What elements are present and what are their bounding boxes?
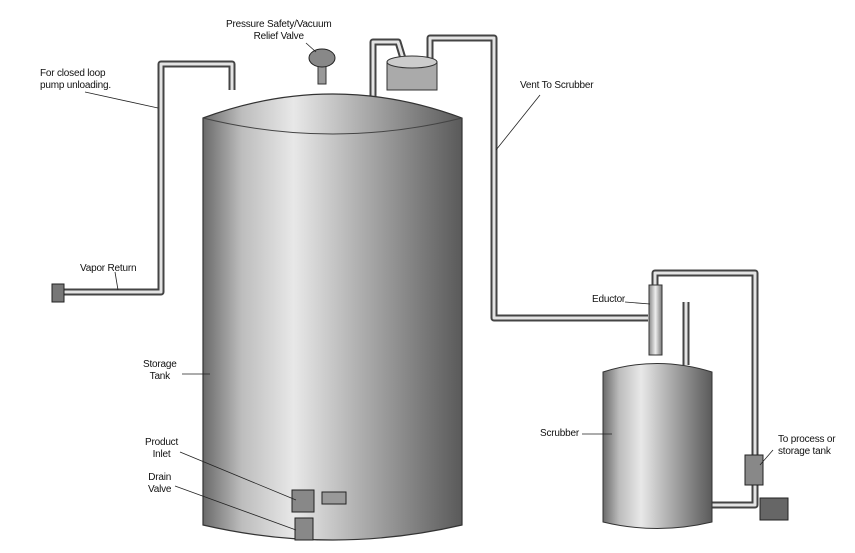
leader-lines <box>84 42 774 531</box>
relief-valve <box>308 48 336 85</box>
label-vent: Vent To Scrubber <box>520 80 594 91</box>
label-scrubber: Scrubber <box>540 428 579 439</box>
label-vapor-return: Vapor Return <box>80 263 137 274</box>
label-eductor: Eductor <box>592 294 626 305</box>
storage-tank <box>202 55 463 541</box>
product-inlet-valves <box>291 489 347 541</box>
vapor-return-valve <box>51 283 65 303</box>
scrubber-tank <box>602 363 713 529</box>
eductor <box>648 284 663 356</box>
pump <box>744 454 789 521</box>
